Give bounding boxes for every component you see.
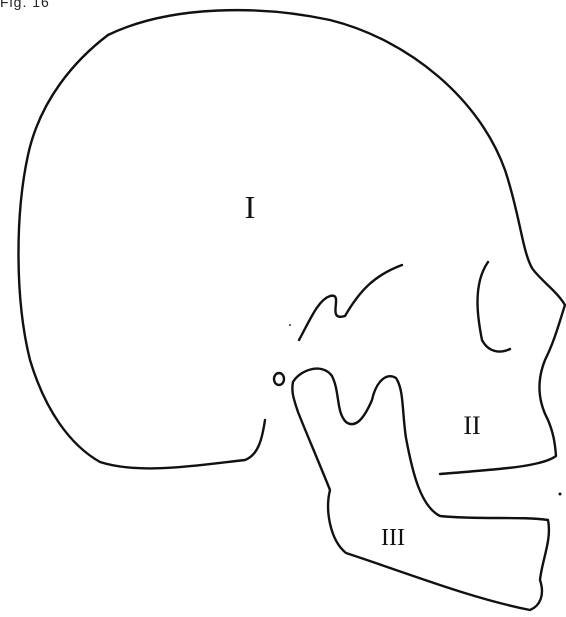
region-label-mandible: III	[381, 525, 405, 551]
cranium-top-outline	[108, 10, 565, 305]
orbit-outline	[478, 262, 511, 352]
cranium-outline	[18, 35, 265, 468]
mandible-outline	[292, 369, 549, 610]
ear-hole	[274, 373, 284, 385]
region-label-cranium: I	[245, 189, 256, 225]
zygomatic-line	[299, 265, 402, 340]
region-label-face: II	[463, 411, 480, 440]
speck-mark	[559, 493, 562, 496]
speck-mark	[289, 324, 291, 326]
face-front-outline	[440, 305, 565, 474]
